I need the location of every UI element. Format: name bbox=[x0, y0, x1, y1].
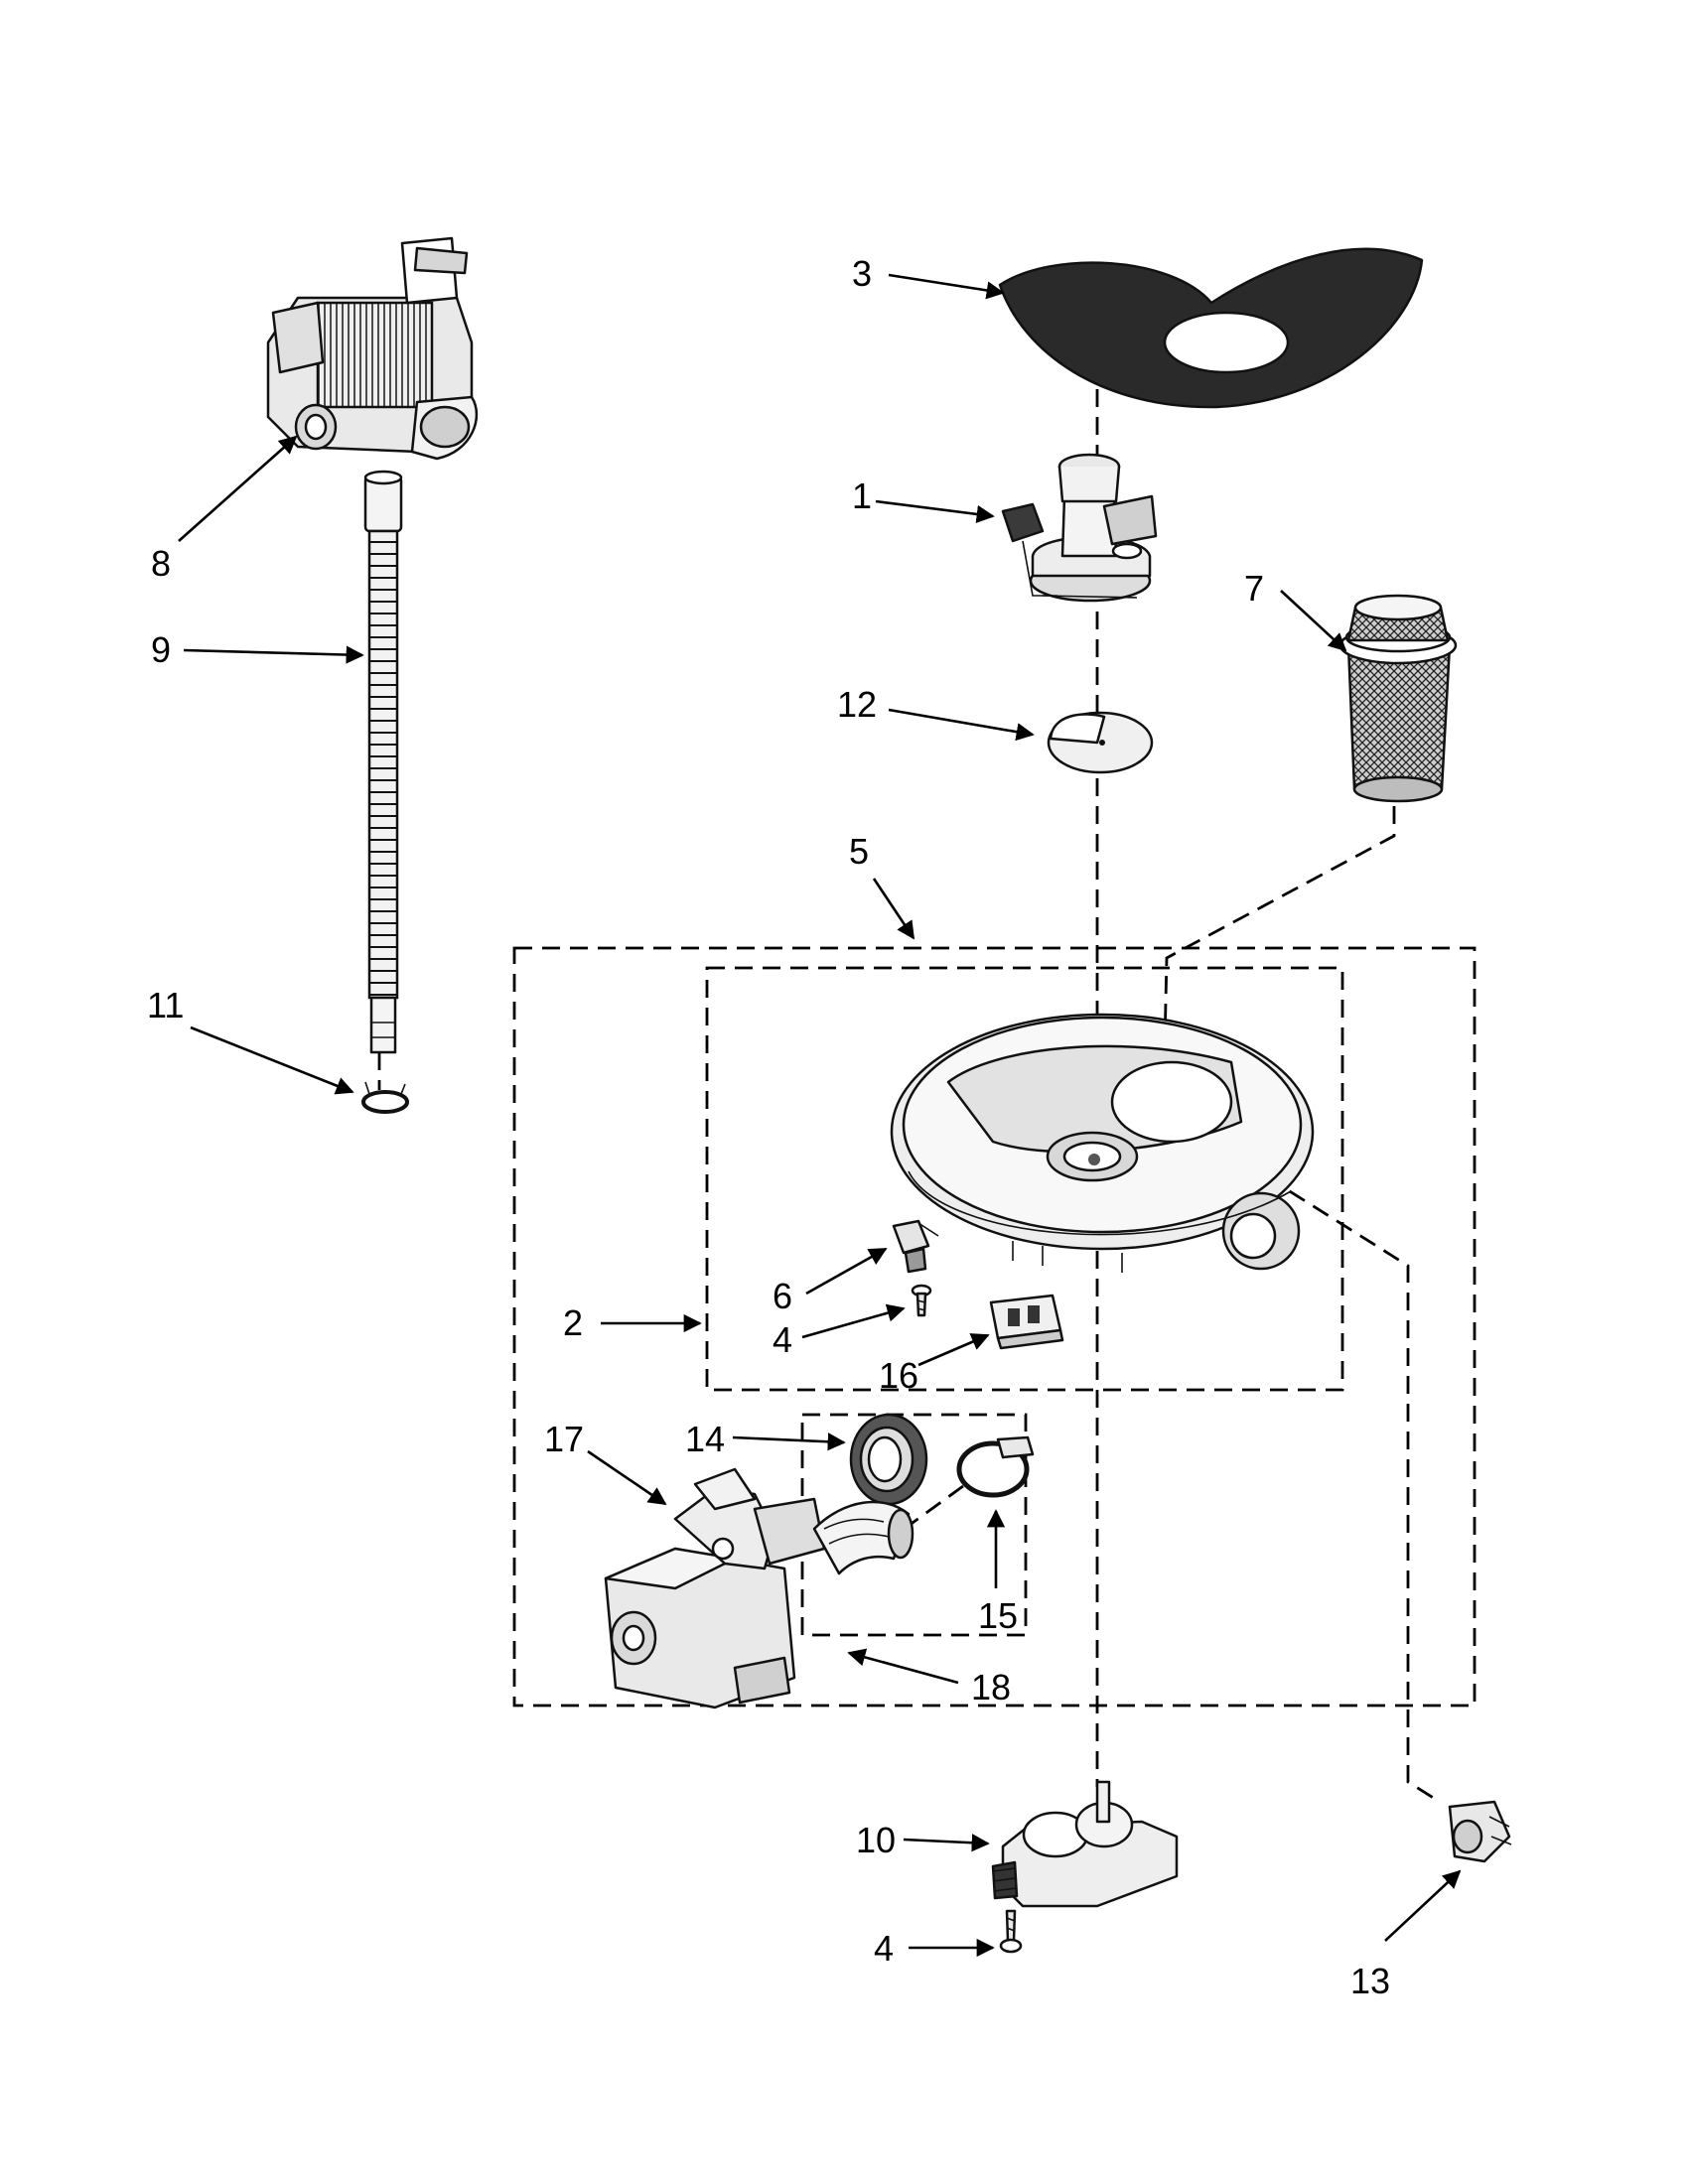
callout-14: 14 bbox=[685, 1419, 725, 1459]
assembly-18-boundary bbox=[800, 1413, 1028, 1637]
drain-pump-icon bbox=[266, 236, 479, 461]
callout-6: 6 bbox=[773, 1276, 792, 1316]
callout-4-upper: 4 bbox=[773, 1319, 792, 1360]
diverter-disc-icon bbox=[1047, 711, 1154, 774]
sensor-icon bbox=[892, 1219, 939, 1274]
sump-assembly-icon bbox=[890, 1013, 1315, 1273]
screw-upper-icon bbox=[911, 1284, 932, 1317]
mesh-filter-icon bbox=[1338, 594, 1458, 803]
thermistor-icon bbox=[1448, 1800, 1512, 1863]
callout-10: 10 bbox=[856, 1820, 896, 1860]
callout-11: 11 bbox=[147, 985, 184, 1025]
callout-9: 9 bbox=[151, 629, 171, 670]
callout-labels: 3 1 7 8 9 11 12 5 2 6 4 16 14 17 15 18 1… bbox=[147, 253, 1390, 2001]
drain-hose-icon bbox=[363, 470, 403, 1054]
assembly-5-boundary bbox=[512, 946, 1477, 1707]
assembly-2-boundary bbox=[705, 966, 1344, 1392]
callout-7: 7 bbox=[1244, 568, 1264, 609]
callout-15: 15 bbox=[978, 1595, 1018, 1636]
callout-18: 18 bbox=[971, 1667, 1011, 1707]
callout-2: 2 bbox=[563, 1302, 583, 1343]
callout-17: 17 bbox=[544, 1419, 584, 1459]
leader-lines bbox=[178, 273, 1462, 1958]
callout-3: 3 bbox=[852, 253, 872, 294]
pump-housing-icon bbox=[1001, 453, 1158, 603]
callout-13: 13 bbox=[1350, 1961, 1390, 2001]
callout-4-lower: 4 bbox=[874, 1928, 894, 1969]
center-line-thermistor bbox=[1265, 1174, 1441, 1804]
seal-icon bbox=[849, 1413, 928, 1506]
callout-16: 16 bbox=[879, 1355, 918, 1396]
diverter-motor-icon bbox=[991, 1780, 1179, 1908]
center-line-hose-15 bbox=[883, 1484, 964, 1546]
callout-1: 1 bbox=[852, 476, 872, 516]
circulation-pump-motor-icon bbox=[604, 1467, 914, 1709]
callout-12: 12 bbox=[837, 684, 877, 725]
hose-clamp-icon bbox=[361, 1081, 409, 1114]
screw-lower-icon bbox=[999, 1909, 1023, 1954]
callout-5: 5 bbox=[849, 831, 869, 872]
clamp-icon bbox=[956, 1435, 1035, 1498]
callout-8: 8 bbox=[151, 543, 171, 584]
filter-screen-icon bbox=[998, 247, 1424, 409]
connector-icon bbox=[989, 1294, 1064, 1350]
